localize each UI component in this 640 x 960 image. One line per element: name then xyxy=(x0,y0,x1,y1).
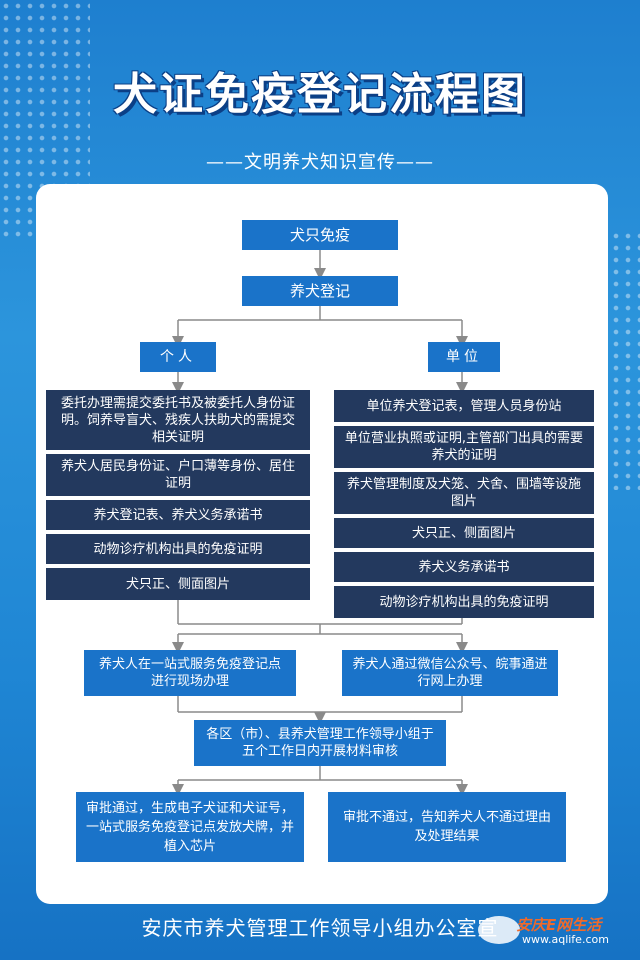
watermark-name: 安庆E网生活 xyxy=(516,916,602,934)
step-onsite-processing: 养犬人在一站式服务免疫登记点进行现场办理 xyxy=(84,650,296,696)
unit-item: 单位营业执照或证明,主管部门出具的需要养犬的证明 xyxy=(334,426,594,468)
footer-issuer: 安庆市养犬管理工作领导小组办公室宣 xyxy=(141,916,499,940)
branch-unit-header: 单位 xyxy=(428,342,500,372)
poster-title: 犬证免疫登记流程图 xyxy=(113,69,527,120)
unit-item: 动物诊疗机构出具的免疫证明 xyxy=(334,586,594,618)
individual-item: 委托办理需提交委托书及被委托人身份证明。饲养导盲犬、残疾人扶助犬的需提交相关证明 xyxy=(46,390,310,450)
flowchart-card: 犬只免疫 养犬登记 个人 单位 委托办理需提交委托书及被委托人身份证明。饲养导盲… xyxy=(36,184,608,904)
individual-item: 犬只正、侧面图片 xyxy=(46,568,310,600)
unit-item: 养犬管理制度及犬笼、犬舍、围墙等设施图片 xyxy=(334,472,594,514)
individual-item: 养犬人居民身份证、户口薄等身份、居住证明 xyxy=(46,454,310,496)
unit-item: 养犬义务承诺书 xyxy=(334,552,594,582)
branch-individual-header: 个人 xyxy=(140,342,216,372)
unit-item: 单位养犬登记表，管理人员身份站 xyxy=(334,390,594,422)
step-online-processing: 养犬人通过微信公众号、皖事通进行网上办理 xyxy=(342,650,558,696)
result-approved: 审批通过，生成电子犬证和犬证号，一站式服务免疫登记点发放犬牌，并植入芯片 xyxy=(76,792,304,862)
watermark-url: www.aqlife.com xyxy=(522,933,609,946)
step-material-review: 各区（市）、县养犬管理工作领导小组于五个工作日内开展材料审核 xyxy=(194,720,446,766)
unit-item: 犬只正、侧面图片 xyxy=(334,518,594,548)
watermark: 安庆E网生活 www.aqlife.com xyxy=(478,910,638,950)
step-dog-immunization: 犬只免疫 xyxy=(242,220,398,250)
result-rejected: 审批不通过，告知养犬人不通过理由及处理结果 xyxy=(328,792,566,862)
step-dog-registration: 养犬登记 xyxy=(242,276,398,306)
poster-subtitle: ——文明养犬知识宣传—— xyxy=(206,152,434,173)
individual-item: 养犬登记表、养犬义务承诺书 xyxy=(46,500,310,530)
watermark-logo-icon xyxy=(478,916,520,944)
flow-connectors xyxy=(172,250,468,796)
individual-item: 动物诊疗机构出具的免疫证明 xyxy=(46,534,310,564)
